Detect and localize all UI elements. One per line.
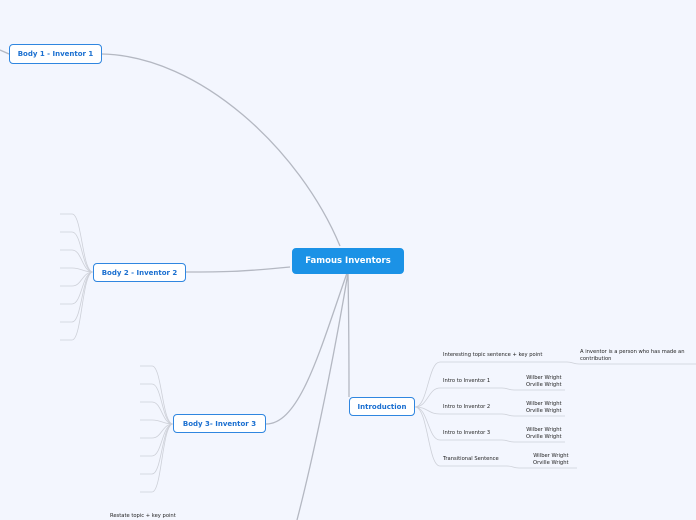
topic-introduction[interactable]: Introduction bbox=[349, 397, 415, 416]
empty-branch-line bbox=[60, 249, 94, 273]
topic-body-1[interactable]: Body 1 - Inventor 1 bbox=[9, 44, 102, 64]
detail-line: Orville Wright bbox=[533, 459, 569, 466]
empty-branch-line bbox=[60, 267, 94, 273]
detail-line: Wilber Wright bbox=[533, 453, 569, 459]
empty-branch-line bbox=[140, 419, 174, 425]
detail-line: Orville Wright bbox=[526, 433, 562, 440]
intro-branch-line bbox=[414, 361, 696, 408]
empty-branch-line bbox=[140, 365, 174, 425]
detail-line: Wilber Wright bbox=[526, 375, 562, 381]
detail-line: A inventor is a person who has made an bbox=[580, 349, 685, 355]
topic-body-2[interactable]: Body 2 - Inventor 2 bbox=[93, 263, 186, 282]
empty-branch-line bbox=[140, 423, 174, 475]
intro-child[interactable]: Intro to Inventor 2 bbox=[443, 404, 491, 410]
intro-child[interactable]: Intro to Inventor 3 bbox=[443, 430, 491, 436]
intro-child[interactable]: Transitional Sentence bbox=[443, 456, 499, 462]
central-topic[interactable]: Famous Inventors bbox=[292, 248, 404, 274]
intro-child[interactable]: Interesting topic sentence + key point bbox=[443, 352, 543, 358]
detail-line: Orville Wright bbox=[526, 381, 562, 388]
topic-body-3[interactable]: Body 3- Inventor 3 bbox=[173, 414, 266, 433]
empty-branch-line bbox=[60, 271, 94, 323]
empty-branch-line bbox=[60, 231, 94, 273]
intro-branch-line bbox=[414, 406, 565, 443]
detail-line: Wilber Wright bbox=[526, 401, 562, 407]
intro-branch-line bbox=[414, 387, 565, 408]
detail-line: contribution bbox=[580, 355, 612, 362]
intro-branch-line bbox=[414, 406, 565, 417]
detail-line: Orville Wright bbox=[526, 407, 562, 414]
empty-branch-line bbox=[140, 423, 174, 493]
intro-branch-line bbox=[414, 406, 577, 469]
empty-branch-line bbox=[140, 383, 174, 425]
empty-branch-line bbox=[60, 213, 94, 273]
empty-branch-line bbox=[60, 271, 94, 341]
intro-child[interactable]: Intro to Inventor 1 bbox=[443, 378, 491, 384]
detail-line: Wilber Wright bbox=[526, 427, 562, 433]
empty-branch-line bbox=[140, 401, 174, 425]
conclusion-child[interactable]: Restate topic + key point bbox=[110, 513, 176, 519]
